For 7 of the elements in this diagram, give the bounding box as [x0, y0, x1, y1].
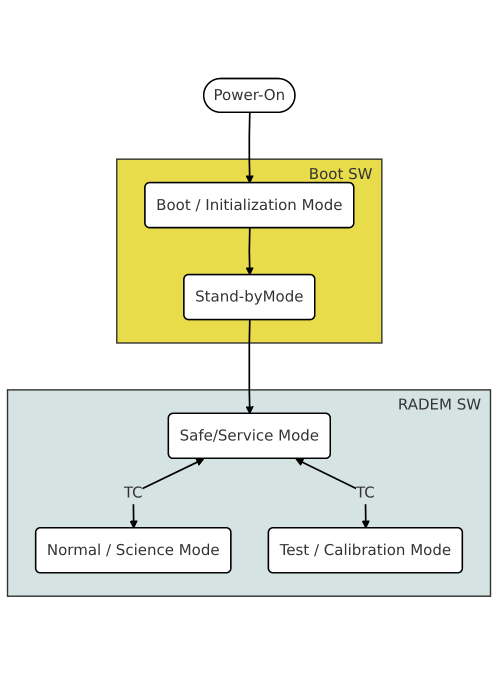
edge-label: TC [124, 484, 143, 502]
arrow [130, 458, 204, 529]
arrow [295, 458, 370, 529]
arrow [246, 112, 254, 184]
edge-label: TC [356, 484, 375, 502]
arrow [246, 228, 254, 276]
arrow [246, 320, 254, 414]
